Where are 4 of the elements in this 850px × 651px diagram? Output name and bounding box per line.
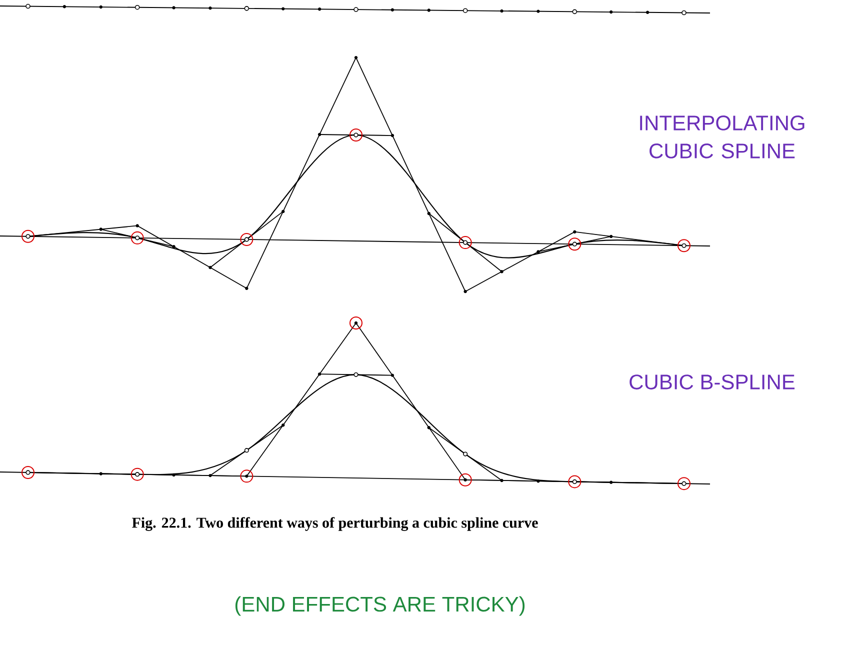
handwritten-note: INTERPOLATING CUBIC SPLINE (640, 116, 804, 158)
figure-caption: Fig. 22.1. Two different ways of perturbing a cubic spline curve (132, 517, 538, 531)
handwritten-note: (END EFFECTS ARE TRICKY) (235, 596, 525, 616)
handwritten-note: CUBIC B-SPLINE (630, 374, 795, 390)
